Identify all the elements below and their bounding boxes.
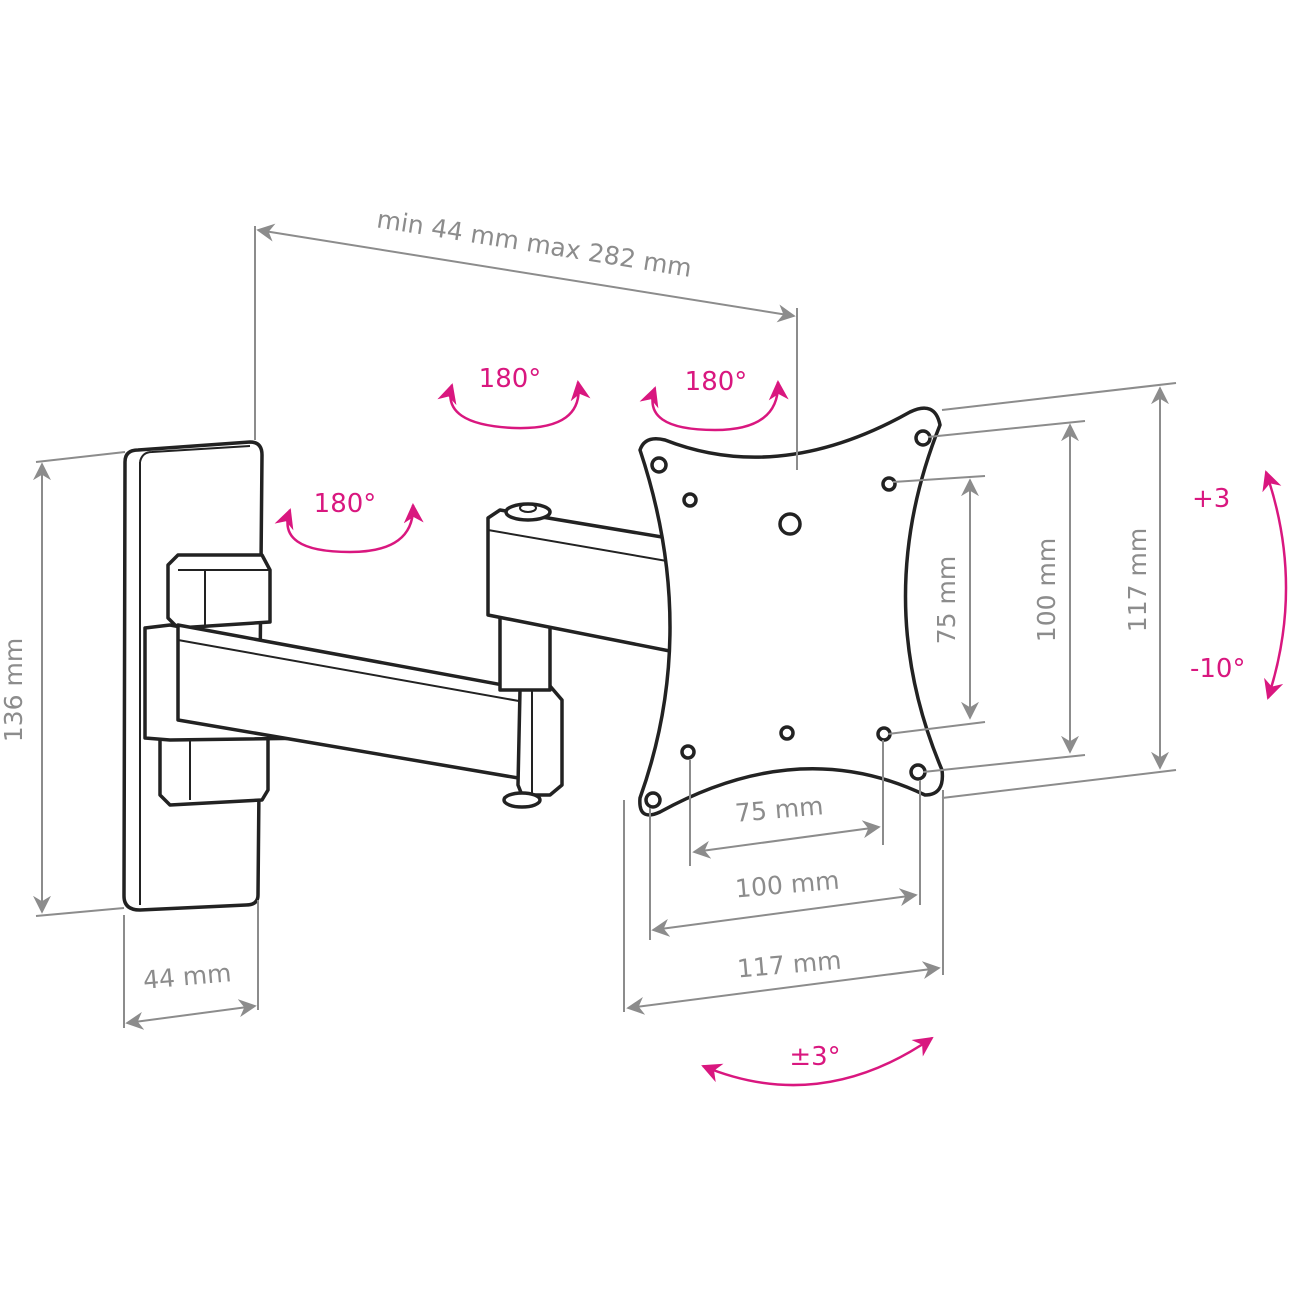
arm-extension-label: min 44 mm max 282 mm [375, 204, 694, 282]
vesa-h-117-label: 117 mm [736, 946, 843, 984]
swivel-arm-label: 180° [479, 364, 542, 394]
swivel-wall-indicator: 180° [274, 489, 424, 554]
inner-arm [143, 623, 564, 809]
swivel-wall-label: 180° [314, 489, 377, 519]
swivel-head-indicator: 180° [437, 364, 591, 430]
tilt-indicator: +3 -10° [1190, 470, 1288, 700]
roll-indicator: ±3° [701, 1036, 934, 1087]
swivel-arm-indicator: 180° [639, 367, 789, 432]
tilt-down-label: -10° [1190, 654, 1245, 684]
vesa-holes [644, 429, 932, 809]
vesa-h-75-label: 75 mm [734, 791, 825, 828]
tilt-up-label: +3 [1192, 484, 1230, 514]
dimension-wall-plate-width: 44 mm [123, 900, 259, 1030]
vesa-v-100-label: 100 mm [1032, 538, 1061, 642]
vesa-plate [638, 406, 945, 817]
dimension-vesa-vertical: 75 mm 100 mm 117 mm [887, 382, 1177, 799]
wall-plate-width-label: 44 mm [142, 958, 233, 995]
dimension-wall-plate-height: 136 mm [0, 451, 126, 917]
roll-label: ±3° [789, 1042, 840, 1072]
vesa-h-100-label: 100 mm [734, 866, 841, 904]
vesa-v-75-label: 75 mm [932, 556, 961, 644]
vesa-v-117-label: 117 mm [1123, 528, 1152, 632]
outer-arm [486, 502, 692, 692]
swivel-head-label: 180° [685, 367, 748, 397]
wall-plate-height-label: 136 mm [0, 638, 28, 742]
